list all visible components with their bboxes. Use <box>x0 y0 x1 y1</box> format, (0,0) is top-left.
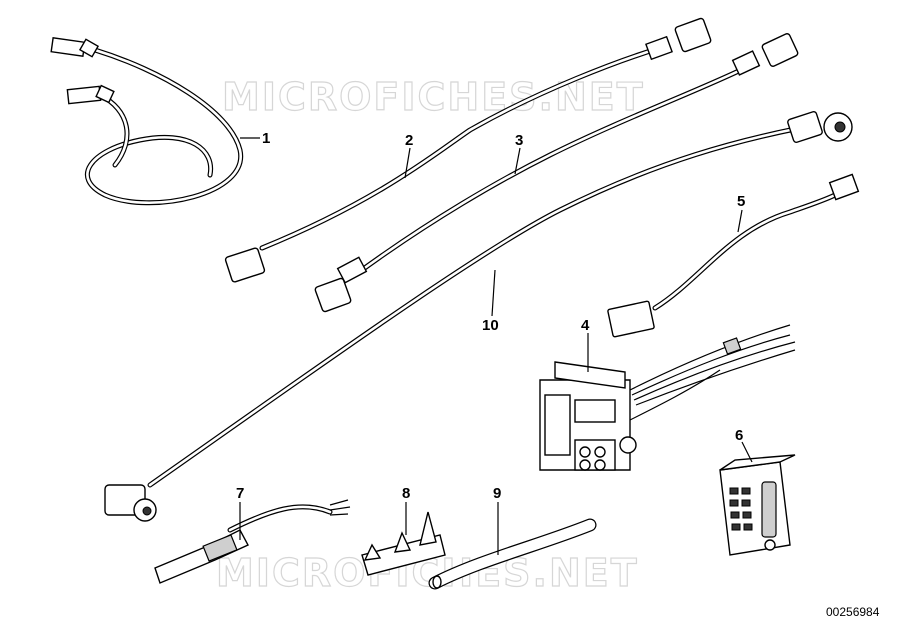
part-6-terminal-block <box>719 454 796 556</box>
terminal-cavities <box>729 487 753 531</box>
callout-2: 2 <box>405 132 413 149</box>
callout-4: 4 <box>581 317 590 334</box>
part-5-cable <box>607 173 860 338</box>
callout-10: 10 <box>482 317 499 334</box>
callout-5: 5 <box>737 193 745 210</box>
callouts: 1 2 3 4 5 6 7 8 9 10 <box>236 130 745 502</box>
document-number: 00256984 <box>826 605 880 619</box>
callout-6: 6 <box>735 427 743 444</box>
callout-1: 1 <box>262 130 270 147</box>
part-9-hose <box>428 518 597 590</box>
part-3-cable <box>314 33 799 313</box>
part-8-terminal-clips <box>361 511 446 576</box>
part-7-crimp-contact <box>154 499 351 584</box>
callout-9: 9 <box>493 485 501 502</box>
leader-lines <box>239 137 753 555</box>
part-2-cable <box>224 17 712 283</box>
part-1-loop-cable <box>50 37 244 206</box>
callout-8: 8 <box>402 485 410 502</box>
part-4-connector-housing <box>539 324 796 471</box>
callout-7: 7 <box>236 485 244 502</box>
part-10-antenna-cable <box>104 111 853 522</box>
watermark-top: MICROFICHES.NET <box>222 75 645 119</box>
callout-3: 3 <box>515 132 523 149</box>
